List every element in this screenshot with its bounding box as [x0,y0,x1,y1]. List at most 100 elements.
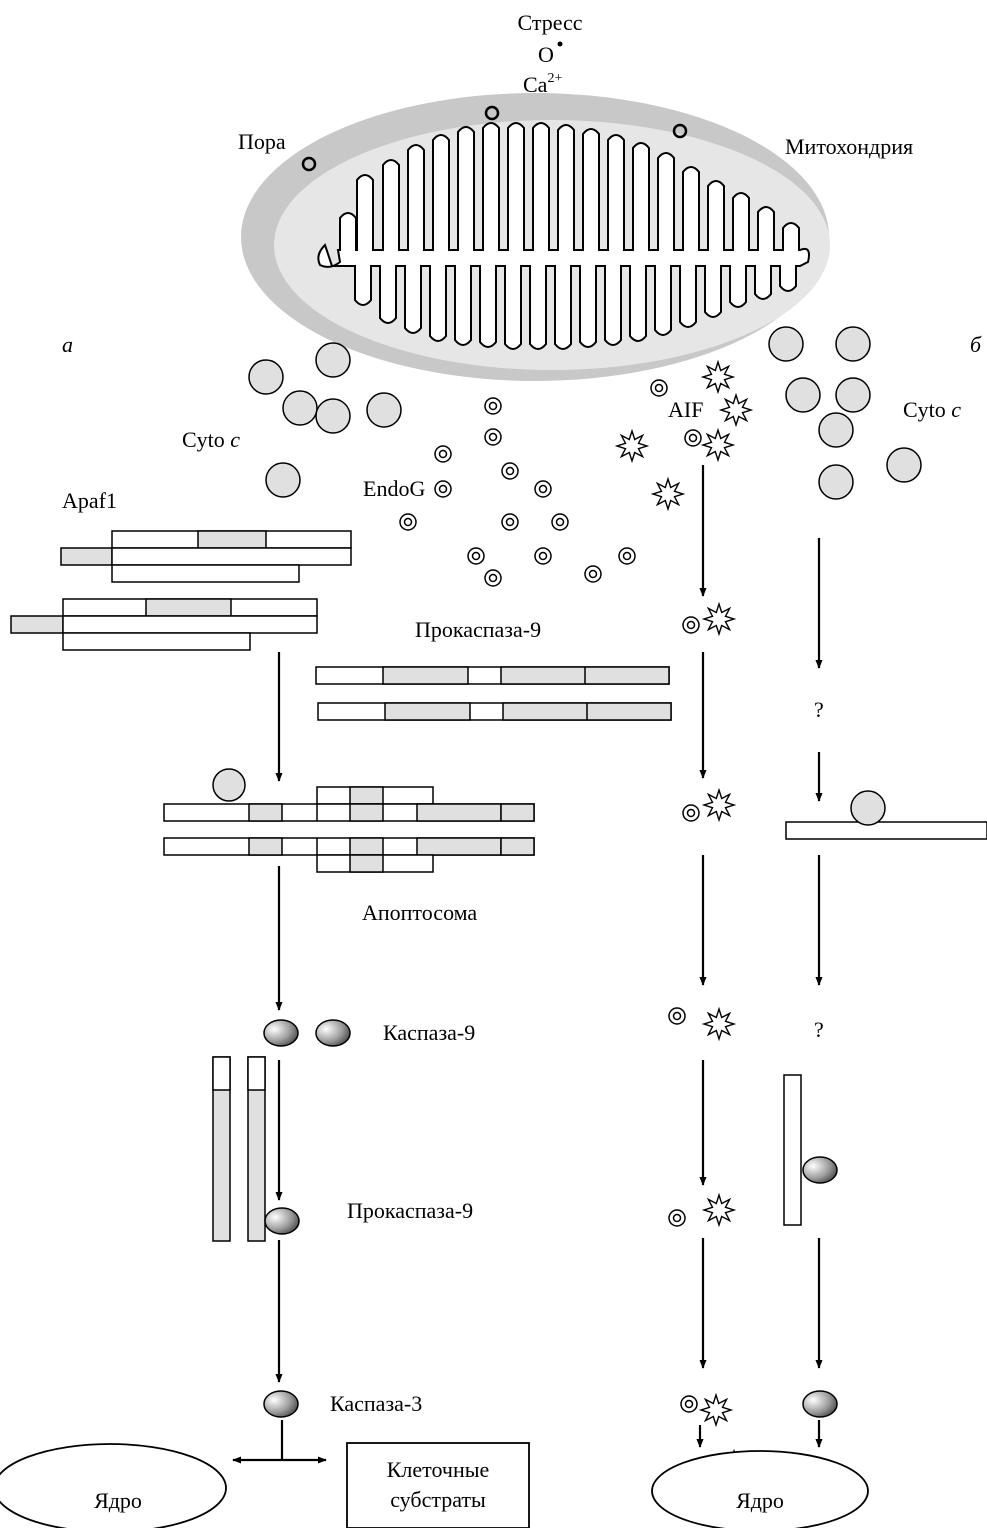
endog-outer [485,429,501,445]
cytochrome-c-icon [316,343,350,377]
caspase-icon [803,1391,837,1417]
aif-icon [721,395,751,425]
nucleus-left-label: Ядро [94,1488,142,1513]
aif-icon [653,479,683,509]
endog-outer [685,430,701,446]
pathway-a-arrows [233,652,326,1460]
endog-label: EndoG [363,476,425,501]
pore-label: Пора [238,129,286,154]
aif-label: AIF [668,397,703,422]
apoptosome [164,769,534,872]
endog-icon [669,1008,685,1024]
endog-icon [535,481,551,497]
aif-cluster [617,362,751,509]
endog-outer [681,1396,697,1412]
cytochrome-c-icon [769,327,803,361]
endog-icon [435,481,451,497]
cytochrome-c-cluster-right [769,327,921,499]
pathway-mid-arrows [700,465,703,1447]
endog-outer [535,548,551,564]
endog-outer [485,398,501,414]
endog-icon [681,1396,697,1412]
aif-icon [704,604,734,634]
oxygen-radical-label: O [538,42,554,67]
endog-outer [651,380,667,396]
endog-outer [669,1008,685,1024]
caspase-9-icon [316,1020,350,1046]
mitochondrion-label: Митохондрия [785,134,913,159]
endog-icon [502,463,518,479]
endog-outer [400,514,416,530]
apoptosome-label: Апоптосома [362,900,477,925]
endog-outer [552,514,568,530]
caspase-icon [265,1208,299,1234]
cytochrome-c-icon [836,378,870,412]
aif-icon [701,1395,731,1425]
endog-icon [485,570,501,586]
endog-cluster [400,380,667,586]
cytochrome-c-icon [786,378,820,412]
panel-a-label: а [62,332,73,357]
endog-icon [502,514,518,530]
cyto-c-label-right: Cyto c [903,397,961,422]
procaspase-9-top-label: Прокаспаза-9 [415,617,541,642]
aif-endog-pathway [669,604,749,1481]
panel-b-label: б [970,332,982,357]
calcium-label: Ca2+ [523,71,562,97]
adaptor-molecule-horizontal [786,791,987,839]
procaspase-9-molecules [316,667,671,720]
endog-outer [502,514,518,530]
unknown-factor-2: ? [814,1017,824,1042]
cytochrome-c-icon [367,393,401,427]
nucleus-right-label: Ядро [736,1488,784,1513]
endog-icon [585,566,601,582]
procaspase-9-mid-label: Прокаспаза-9 [347,1198,473,1223]
endog-icon [400,514,416,530]
cytochrome-c-cluster-left [249,343,401,497]
cyto-c-label-left: Cyto c [182,427,240,452]
radical-dot-icon [558,42,563,47]
endog-outer [585,566,601,582]
aif-icon [704,1009,734,1039]
cytochrome-c-icon [887,448,921,482]
endog-outer [468,548,484,564]
endog-icon [683,805,699,821]
endog-icon [669,1210,685,1226]
aif-icon [704,1195,734,1225]
endog-outer [669,1210,685,1226]
endog-icon [619,548,635,564]
endog-outer [535,481,551,497]
cytochrome-c-icon [819,465,853,499]
endog-icon [485,429,501,445]
caspase-9-icon [264,1020,298,1046]
endog-outer [435,481,451,497]
cytochrome-c-icon [316,399,350,433]
caspase-3-icon [264,1391,298,1417]
endog-outer [502,463,518,479]
nucleus-left [0,1444,226,1528]
caspase-9-label: Каспаза-9 [383,1020,475,1045]
aif-icon [617,431,647,461]
mitochondrion [241,93,830,381]
unknown-factor-1: ? [814,697,824,722]
endog-outer [683,617,699,633]
endog-icon [685,430,701,446]
endog-icon [468,548,484,564]
apaf1-molecules [11,531,351,650]
endog-icon [651,380,667,396]
endog-outer [435,446,451,462]
endog-icon [552,514,568,530]
endog-icon [435,446,451,462]
endog-outer [485,570,501,586]
cytochrome-c-icon [266,463,300,497]
stress-label: Стресс [517,10,582,35]
endog-outer [619,548,635,564]
caspase-3-label: Каспаза-3 [330,1391,422,1416]
endog-icon [535,548,551,564]
endog-outer [683,805,699,821]
substrates-label-line2: субстраты [390,1487,486,1512]
cytochrome-c-icon [283,391,317,425]
cellular-substrates-box [347,1443,529,1528]
cytochrome-c-icon [836,327,870,361]
